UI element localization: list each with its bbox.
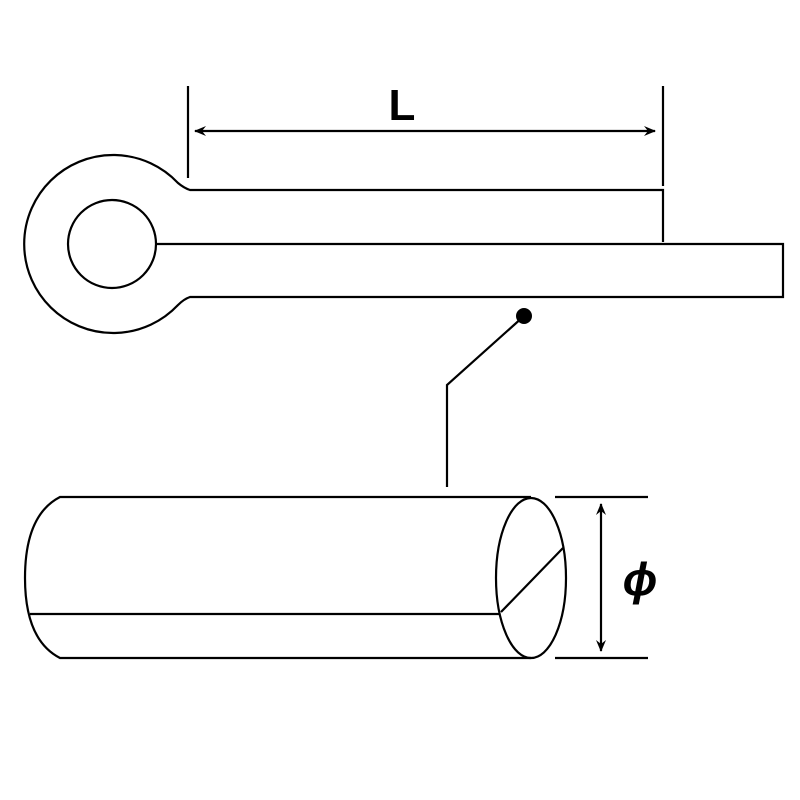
end-face-split-line — [500, 547, 564, 613]
length-dimension: L — [186, 81, 665, 186]
diameter-label: ϕ — [623, 553, 658, 605]
pin-outline — [23, 153, 785, 335]
cylinder-view — [23, 495, 568, 660]
length-label: L — [389, 81, 416, 130]
leader-line — [445, 308, 532, 487]
pin-side-view — [23, 153, 785, 335]
leader-path — [445, 315, 525, 487]
cylinder-end-face — [494, 496, 568, 660]
pin-eye-hole — [66, 198, 158, 290]
diameter-dimension: ϕ — [555, 495, 658, 660]
cylinder-body — [23, 495, 531, 660]
